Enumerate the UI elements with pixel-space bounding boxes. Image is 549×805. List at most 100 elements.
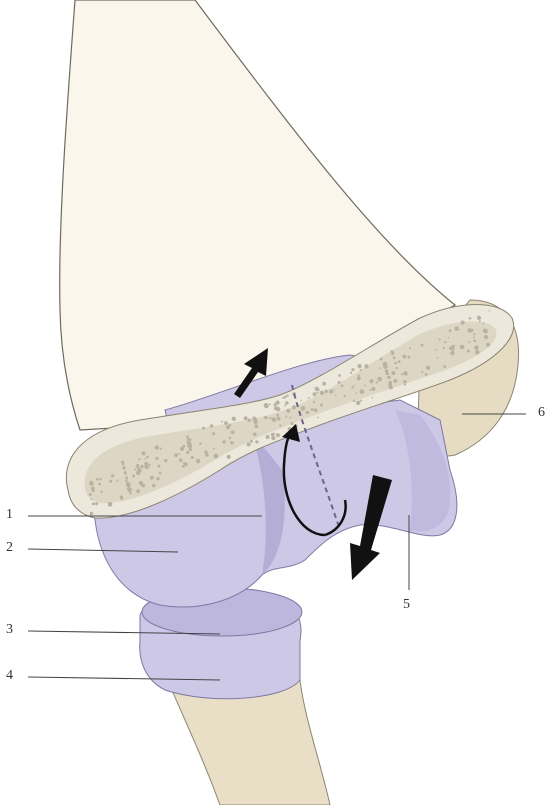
spongy-bone-dot (300, 400, 302, 402)
spongy-bone-dot (144, 462, 148, 466)
spongy-bone-dot (125, 476, 128, 479)
spongy-bone-dot (142, 484, 146, 488)
spongy-bone-dot (146, 456, 149, 459)
spongy-bone-dot (377, 377, 382, 382)
spongy-bone-dot (387, 376, 390, 379)
spongy-bone-dot (489, 310, 491, 312)
spongy-bone-dot (95, 503, 97, 505)
spongy-bone-dot (132, 475, 135, 478)
spongy-bone-dot (350, 372, 352, 374)
spongy-bone-dot (174, 453, 178, 457)
spongy-bone-dot (449, 347, 452, 350)
label-1: 1 (6, 507, 13, 523)
spongy-bone-dot (450, 351, 454, 355)
spongy-bone-dot (248, 419, 251, 422)
spongy-bone-dot (155, 445, 159, 449)
spongy-bone-dot (210, 424, 214, 428)
spongy-bone-dot (273, 433, 275, 435)
spongy-bone-dot (444, 341, 446, 343)
spongy-bone-dot (391, 371, 395, 375)
spongy-bone-dot (386, 372, 389, 375)
spongy-bone-dot (192, 456, 194, 458)
spongy-bone-dot (136, 489, 140, 493)
spongy-bone-dot (188, 444, 193, 449)
spongy-bone-dot (254, 420, 258, 424)
spongy-bone-dot (247, 443, 251, 447)
spongy-bone-dot (227, 455, 231, 459)
spongy-bone-dot (469, 341, 471, 343)
spongy-bone-dot (483, 322, 485, 324)
spongy-bone-dot (353, 400, 355, 402)
spongy-bone-dot (360, 369, 362, 371)
spongy-bone-dot (285, 416, 287, 418)
spongy-bone-dot (443, 365, 446, 368)
spongy-bone-dot (111, 474, 114, 477)
spongy-bone-dot (358, 374, 360, 376)
spongy-bone-dot (320, 391, 324, 395)
spongy-bone-dot (232, 417, 236, 421)
spongy-bone-dot (223, 440, 226, 443)
spongy-bone-dot (279, 424, 281, 426)
spongy-bone-dot (282, 397, 284, 399)
spongy-bone-dot (99, 478, 101, 480)
spongy-bone-dot (92, 502, 95, 505)
spongy-bone-dot (469, 317, 472, 320)
spongy-bone-dot (160, 448, 162, 450)
label-2: 2 (6, 540, 13, 556)
spongy-bone-dot (290, 417, 292, 419)
spongy-bone-dot (479, 320, 481, 322)
spongy-bone-dot (439, 339, 441, 341)
spongy-bone-dot (443, 347, 445, 349)
spongy-bone-dot (398, 360, 401, 363)
spongy-bone-dot (274, 403, 277, 406)
spongy-bone-dot (474, 345, 479, 350)
spongy-bone-dot (180, 448, 183, 451)
spongy-bone-dot (485, 337, 487, 339)
spongy-bone-dot (354, 385, 356, 387)
spongy-bone-dot (291, 422, 294, 425)
spongy-bone-dot (224, 421, 228, 425)
spongy-bone-dot (230, 441, 233, 444)
spongy-bone-dot (453, 345, 455, 347)
label-5: 5 (403, 597, 410, 613)
spongy-bone-dot (109, 480, 112, 483)
spongy-bone-dot (473, 339, 476, 342)
spongy-bone-dot (196, 459, 200, 463)
spongy-bone-dot (314, 408, 318, 412)
spongy-bone-dot (477, 316, 481, 320)
label-3: 3 (6, 622, 13, 638)
spongy-bone-dot (125, 474, 127, 476)
spongy-bone-dot (212, 432, 215, 435)
spongy-bone-dot (369, 379, 373, 383)
spongy-bone-dot (221, 421, 223, 423)
spongy-bone-dot (266, 435, 270, 439)
spongy-bone-dot (150, 476, 154, 480)
spongy-bone-dot (90, 512, 94, 516)
spongy-bone-dot (357, 376, 361, 380)
spongy-bone-dot (383, 364, 388, 369)
spongy-bone-dot (253, 432, 257, 436)
spongy-bone-dot (473, 333, 475, 335)
spongy-bone-dot (269, 417, 271, 419)
spongy-bone-dot (394, 379, 398, 383)
spongy-bone-dot (126, 479, 128, 481)
spongy-bone-dot (421, 371, 423, 373)
spongy-bone-dot (308, 397, 310, 399)
spongy-bone-dot (311, 408, 314, 411)
spongy-bone-dot (264, 403, 269, 408)
spongy-bone-dot (121, 498, 123, 500)
spongy-bone-dot (468, 328, 472, 332)
spongy-bone-dot (272, 418, 276, 422)
spongy-bone-dot (351, 386, 353, 388)
spongy-bone-dot (126, 482, 131, 487)
spongy-bone-dot (108, 502, 113, 507)
spongy-bone-dot (91, 498, 93, 500)
spongy-bone-dot (371, 387, 375, 391)
spongy-bone-dot (306, 411, 309, 414)
spongy-bone-dot (380, 358, 383, 361)
spongy-bone-dot (276, 407, 281, 412)
spongy-bone-dot (159, 472, 162, 475)
spongy-bone-dot (292, 405, 296, 409)
spongy-bone-dot (402, 355, 406, 359)
